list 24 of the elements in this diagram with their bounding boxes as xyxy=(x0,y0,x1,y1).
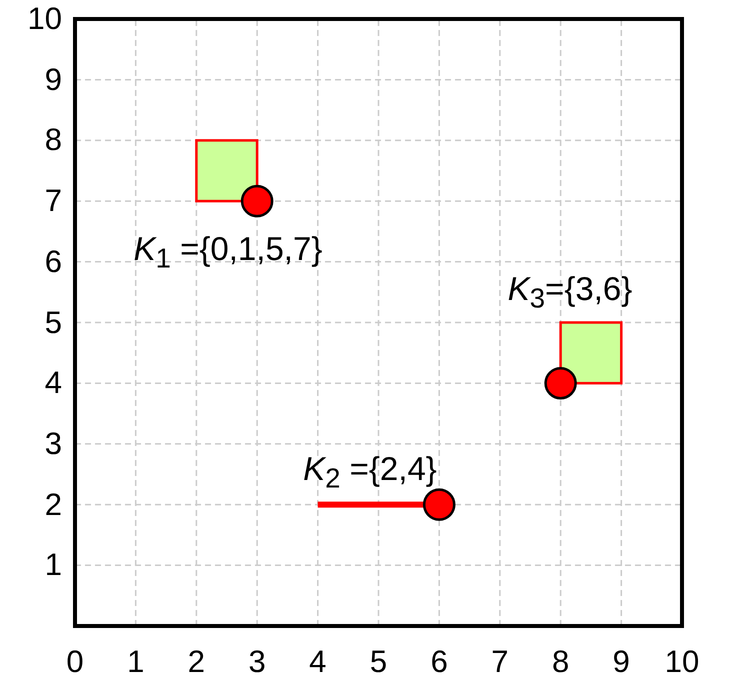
axis-tick-label: 9 xyxy=(612,646,631,677)
axis-tick-label: 7 xyxy=(490,646,510,677)
axis-tick-label: 6 xyxy=(44,246,62,277)
axis-tick-label: 4 xyxy=(44,367,62,398)
axis-tick-label: 10 xyxy=(28,3,62,34)
axis-tick-label: 1 xyxy=(44,549,62,580)
axis-tick-label: 2 xyxy=(186,646,206,677)
set-label: K$_{2}$ ={2,4} xyxy=(302,449,438,496)
axis-tick-label: 4 xyxy=(308,646,328,677)
axis-tick-label: 0 xyxy=(65,646,85,677)
axis-tick-label: 9 xyxy=(44,64,62,95)
axis-tick-label: 10 xyxy=(664,646,700,677)
axis-tick-label: 1 xyxy=(126,646,146,677)
axis-tick-label: 8 xyxy=(550,646,570,677)
set-label: K$_{3}$={3,6} xyxy=(506,269,634,316)
axis-tick-label: 8 xyxy=(44,124,62,156)
axis-tick-label: 6 xyxy=(430,646,449,677)
axis-tick-label: 7 xyxy=(44,185,62,216)
axis-tick-label: 5 xyxy=(368,646,388,677)
axis-tick-label: 5 xyxy=(44,306,62,338)
axis-tick-label: 3 xyxy=(44,428,62,459)
set-label: K$_{1}$ ={0,1,5,7} xyxy=(132,229,324,276)
axis-tick-label: 3 xyxy=(247,646,267,677)
axis-tick-label: 2 xyxy=(44,488,62,520)
